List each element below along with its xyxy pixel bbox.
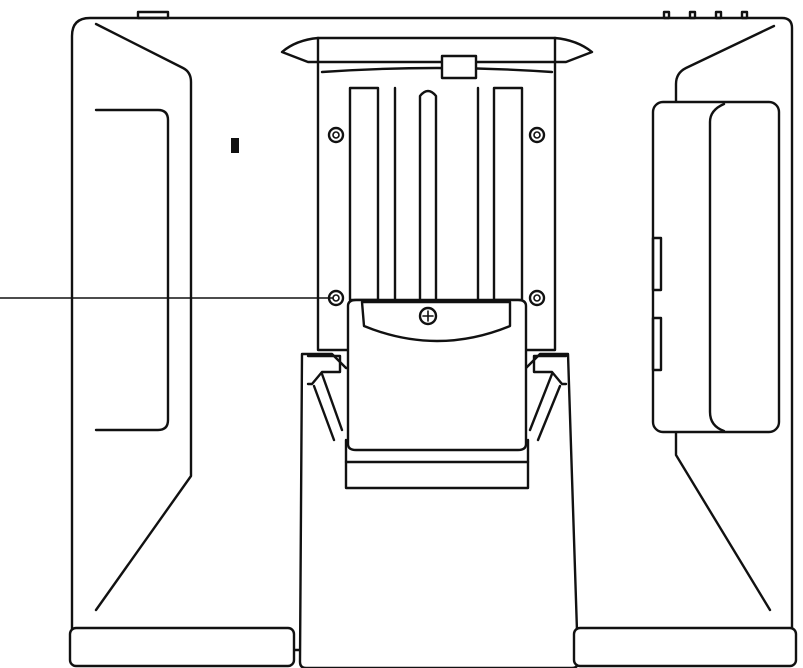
port-2 bbox=[651, 316, 663, 372]
stand-lower-box bbox=[344, 438, 530, 490]
top-tab-right-4 bbox=[740, 10, 749, 20]
hinge-right-brace-2 bbox=[528, 372, 554, 432]
left-recess bbox=[94, 108, 170, 432]
hinge-left bbox=[306, 354, 342, 386]
plate-latch bbox=[440, 54, 478, 80]
foot-right bbox=[572, 626, 798, 668]
rail-left bbox=[348, 86, 380, 302]
right-side-panel bbox=[651, 24, 781, 612]
screws bbox=[327, 126, 546, 307]
screw-top-right bbox=[528, 126, 546, 144]
cover-inner-curve bbox=[708, 102, 726, 433]
screw-bottom-left bbox=[327, 289, 345, 307]
top-tab-left bbox=[136, 10, 170, 20]
top-tab-right-2 bbox=[688, 10, 697, 20]
plate-top-handle bbox=[280, 36, 594, 64]
screw-bottom-right bbox=[528, 289, 546, 307]
stand-hinge-block bbox=[346, 298, 528, 452]
hinge-right bbox=[532, 354, 568, 386]
hinge-left-brace-2 bbox=[320, 372, 344, 432]
top-tab-right-1 bbox=[662, 10, 671, 20]
rail-center bbox=[418, 89, 438, 302]
latch-screw-icon bbox=[418, 306, 438, 326]
screw-top-left bbox=[327, 126, 345, 144]
left-side-panel bbox=[94, 22, 239, 612]
hinge-block-outline bbox=[346, 298, 528, 452]
indicator-slot bbox=[231, 138, 239, 153]
top-tab-right-3 bbox=[714, 10, 723, 20]
port-1 bbox=[651, 236, 663, 292]
right-contour bbox=[674, 24, 776, 612]
left-contour bbox=[94, 22, 193, 612]
hinge-left-brace bbox=[312, 384, 336, 442]
plate-top-curve bbox=[320, 66, 554, 74]
connector-cover bbox=[651, 100, 781, 434]
rail-right bbox=[492, 86, 524, 302]
feet bbox=[68, 626, 798, 668]
foot-left bbox=[68, 626, 296, 668]
release-latch bbox=[360, 300, 512, 343]
hinge-right-brace bbox=[536, 384, 562, 442]
